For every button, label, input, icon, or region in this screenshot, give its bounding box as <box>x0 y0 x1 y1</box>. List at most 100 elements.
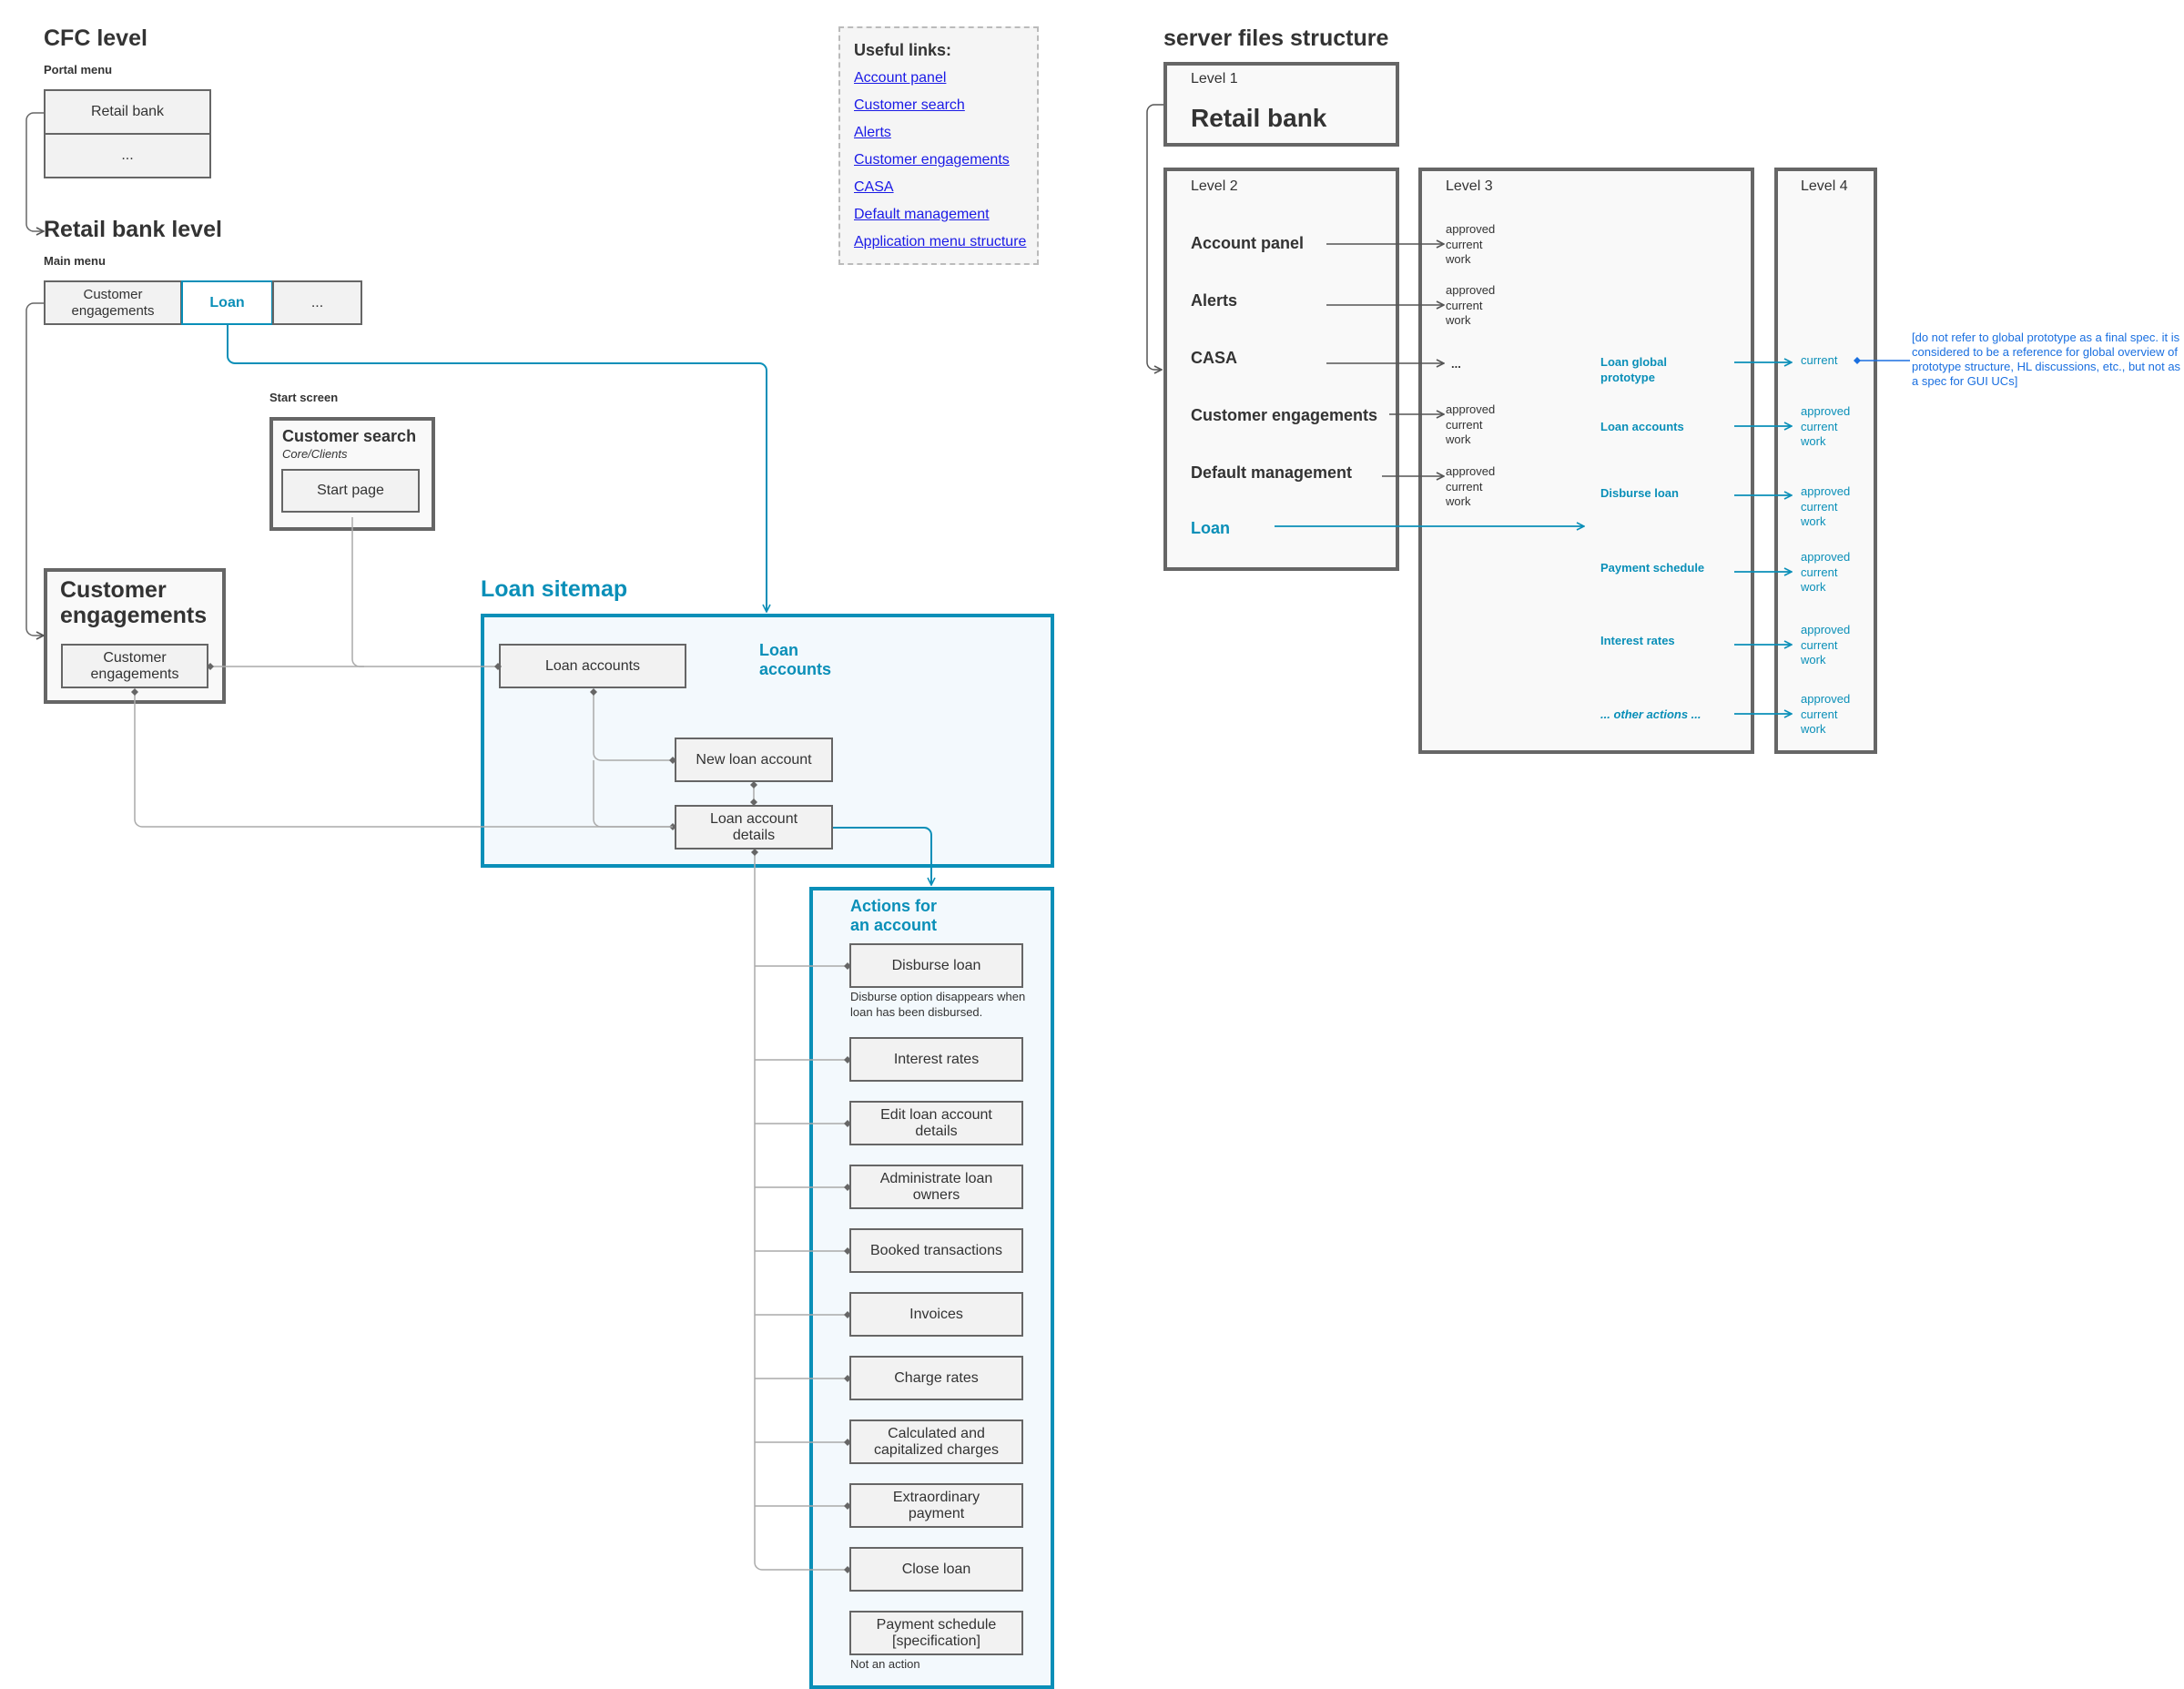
folder-work: work <box>1801 580 1826 594</box>
cfc-level-title: CFC level <box>44 25 147 51</box>
payment-schedule-note: Not an action <box>850 1657 920 1671</box>
level3-loan-global-prototype[interactable]: Loan global prototype <box>1600 355 1667 384</box>
main-menu-label: Main menu <box>44 254 106 268</box>
level2-loan[interactable]: Loan <box>1191 519 1230 537</box>
folder-current: current <box>1801 565 1838 579</box>
link-application-menu-structure[interactable]: Application menu structure <box>854 234 1027 249</box>
level3-payment-schedule[interactable]: Payment schedule <box>1600 561 1705 575</box>
customer-search-title: Customer search <box>282 427 417 445</box>
folder-work: work <box>1801 653 1826 666</box>
level3-interest-rates[interactable]: Interest rates <box>1600 634 1675 647</box>
level2-default-management[interactable]: Default management <box>1191 463 1353 482</box>
global-prototype-note: [do not refer to global prototype as a f… <box>1912 331 2181 388</box>
folder-work: work <box>1446 432 1471 446</box>
folder-approved: approved <box>1446 402 1496 416</box>
folder-work: work <box>1446 313 1471 327</box>
link-customer-engagements[interactable]: Customer engagements <box>854 152 1010 168</box>
level3-other-actions[interactable]: ... other actions ... <box>1600 707 1701 721</box>
action-calculated-capitalized-charges[interactable]: Calculated and capitalized charges <box>849 1419 1023 1464</box>
action-close-loan[interactable]: Close loan <box>849 1547 1023 1592</box>
link-casa[interactable]: CASA <box>854 179 894 195</box>
folder-approved: approved <box>1801 484 1851 498</box>
folder-current: current <box>1801 637 1838 652</box>
loan-account-details-button[interactable]: Loan account details <box>675 805 833 850</box>
connector-menu-to-ce <box>25 302 44 636</box>
portal-menu-item-more[interactable]: ... <box>44 133 211 178</box>
level3-casa-ellipsis: ... <box>1451 357 1461 371</box>
portal-menu-item-retail-bank[interactable]: Retail bank <box>44 89 211 135</box>
folder-work: work <box>1446 494 1471 508</box>
customer-search-subtitle: Core/Clients <box>282 447 348 461</box>
useful-links-panel: Useful links: Account panel Customer sea… <box>838 26 1039 265</box>
folder-current: current <box>1446 237 1483 251</box>
portal-menu-label: Portal menu <box>44 63 113 76</box>
action-interest-rates[interactable]: Interest rates <box>849 1037 1023 1082</box>
folder-approved: approved <box>1801 692 1851 706</box>
folder-work: work <box>1446 252 1471 266</box>
customer-engagements-title: Customer engagements <box>60 577 208 628</box>
level3-panel <box>1418 168 1754 754</box>
actions-title: Actions for an account <box>850 897 938 934</box>
folder-current: current <box>1801 707 1838 721</box>
action-extraordinary-payment[interactable]: Extraordinary payment <box>849 1483 1023 1528</box>
level4-label: Level 4 <box>1801 178 1848 194</box>
action-edit-loan-account-details[interactable]: Edit loan account details <box>849 1101 1023 1145</box>
loan-sitemap-title: Loan sitemap <box>481 576 628 602</box>
customer-engagements-button[interactable]: Customer engagements <box>61 644 208 688</box>
folder-approved: approved <box>1446 464 1496 478</box>
action-charge-rates[interactable]: Charge rates <box>849 1356 1023 1400</box>
folder-approved: approved <box>1801 550 1851 564</box>
level1-panel <box>1163 62 1399 147</box>
action-disburse-loan[interactable]: Disburse loan <box>849 943 1023 988</box>
link-account-panel[interactable]: Account panel <box>854 70 947 86</box>
action-invoices[interactable]: Invoices <box>849 1292 1023 1337</box>
connector-start-page-to-loan <box>351 517 364 667</box>
level2-alerts[interactable]: Alerts <box>1191 291 1238 310</box>
level1-label: Level 1 <box>1191 71 1238 86</box>
start-screen-label: Start screen <box>269 391 339 404</box>
disburse-note: Disburse option disappears when loan has… <box>850 990 1026 1019</box>
action-payment-schedule[interactable]: Payment schedule [specification] <box>849 1611 1023 1655</box>
level2-casa[interactable]: CASA <box>1191 349 1238 367</box>
level4-panel <box>1774 168 1877 754</box>
folder-approved: approved <box>1801 404 1851 418</box>
folder-current: current <box>1446 479 1483 493</box>
folder-work: work <box>1801 722 1826 736</box>
loan-accounts-button[interactable]: Loan accounts <box>499 644 686 688</box>
folder-approved: approved <box>1801 623 1851 636</box>
folder-work: work <box>1801 434 1826 448</box>
folder-current: current <box>1446 417 1483 432</box>
main-menu-item-more[interactable]: ... <box>272 280 362 325</box>
level2-customer-engagements[interactable]: Customer engagements <box>1191 406 1378 424</box>
level3-loan-accounts[interactable]: Loan accounts <box>1600 420 1684 433</box>
start-page-button[interactable]: Start page <box>281 469 420 513</box>
main-menu-item-loan[interactable]: Loan <box>181 280 273 325</box>
folder-current: current <box>1801 419 1838 433</box>
folder-current: current <box>1446 298 1483 312</box>
useful-links-title: Useful links: <box>854 41 952 59</box>
link-default-management[interactable]: Default management <box>854 207 990 222</box>
link-customer-search[interactable]: Customer search <box>854 97 965 113</box>
loan-accounts-heading: Loan accounts <box>759 641 832 678</box>
action-administrate-loan-owners[interactable]: Administrate loan owners <box>849 1165 1023 1209</box>
level3-disburse-loan[interactable]: Disburse loan <box>1600 486 1679 500</box>
level2-panel <box>1163 168 1399 571</box>
folder-work: work <box>1801 514 1826 528</box>
new-loan-account-button[interactable]: New loan account <box>675 738 833 782</box>
main-menu-item-customer-engagements[interactable]: Customer engagements <box>44 280 182 325</box>
level2-account-panel[interactable]: Account panel <box>1191 234 1305 252</box>
level3-label: Level 3 <box>1446 178 1493 194</box>
folder-approved: approved <box>1446 283 1496 297</box>
level2-label: Level 2 <box>1191 178 1238 194</box>
server-files-title: server files structure <box>1163 25 1389 51</box>
link-alerts[interactable]: Alerts <box>854 125 891 140</box>
level4-current: current <box>1801 353 1838 367</box>
action-booked-transactions[interactable]: Booked transactions <box>849 1228 1023 1273</box>
